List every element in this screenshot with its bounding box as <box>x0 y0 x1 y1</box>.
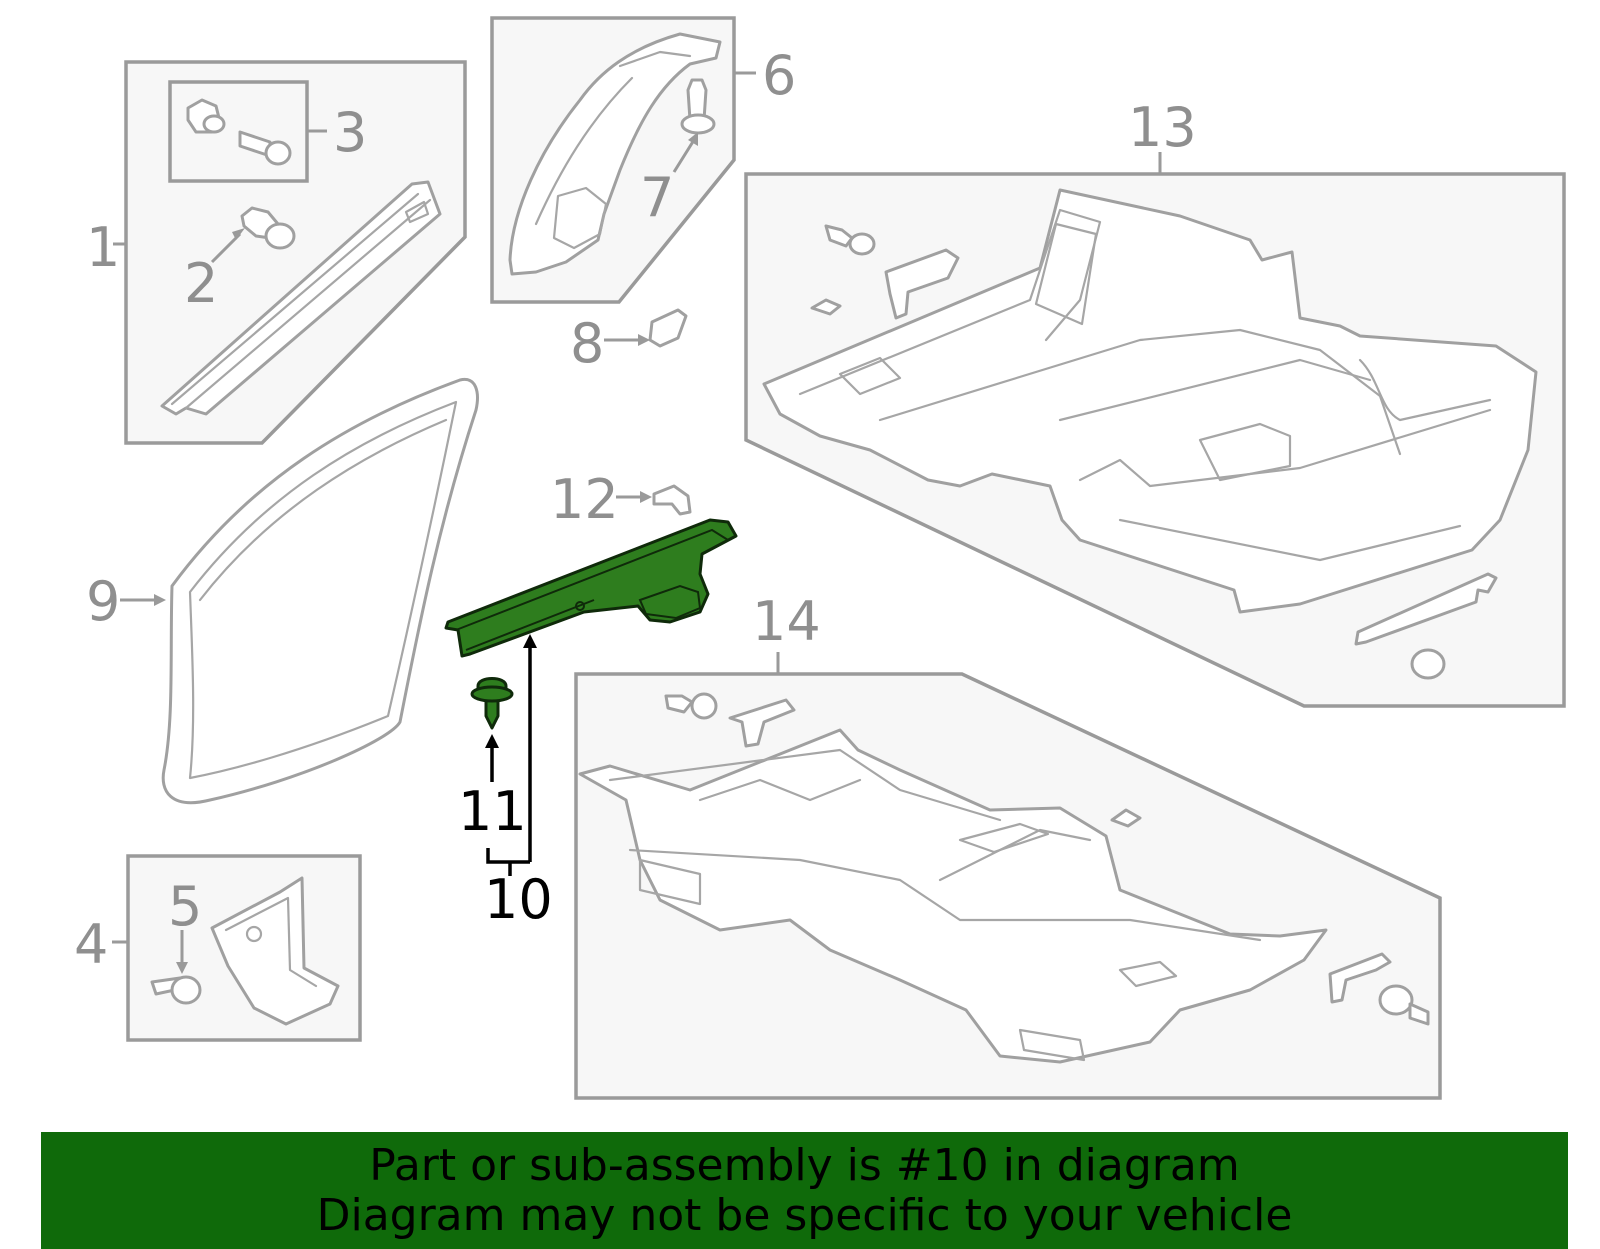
group-14 <box>574 652 1442 1100</box>
group-1 <box>113 60 467 445</box>
leaders-10-11 <box>485 634 537 876</box>
banner-line-1: Part or sub-assembly is #10 in diagram <box>369 1139 1240 1191</box>
info-banner: Part or sub-assembly is #10 in diagram D… <box>41 1132 1568 1249</box>
callout-2: 2 <box>184 252 218 315</box>
part-7-bolt <box>672 78 716 173</box>
group-6 <box>490 16 756 304</box>
part-13-carpet <box>762 188 1538 614</box>
group-3-box <box>168 80 309 183</box>
part-3-clips <box>186 98 292 166</box>
callout-6: 6 <box>762 44 796 107</box>
part-11-clip <box>470 677 514 730</box>
callout-12: 12 <box>550 468 619 531</box>
banner-line-2: Diagram may not be specific to your vehi… <box>316 1189 1293 1241</box>
part-9-weatherstrip <box>120 377 479 805</box>
callout-3: 3 <box>333 101 367 164</box>
part-12-clip <box>616 484 692 516</box>
callout-5: 5 <box>168 875 202 938</box>
part-4-trim <box>210 876 340 1026</box>
part-2-clip <box>210 206 296 264</box>
callout-7: 7 <box>640 166 674 229</box>
part-5-bolt <box>150 930 202 1005</box>
part-13-small-parts <box>810 224 1498 680</box>
callout-11: 11 <box>458 780 527 843</box>
callout-1: 1 <box>86 216 120 279</box>
part-14-carpet <box>578 728 1328 1064</box>
callout-9: 9 <box>86 570 120 633</box>
group-4 <box>112 854 362 1042</box>
part-10-sill-plate <box>444 518 738 658</box>
callout-labels: 1 2 3 4 5 6 7 8 9 10 11 12 13 14 <box>74 44 1197 976</box>
part-1-pillar-trim <box>160 180 442 416</box>
part-8-clip <box>604 308 688 348</box>
part-14-small-parts <box>664 692 1430 1026</box>
part-6-pillar-trim <box>508 32 722 276</box>
callout-8: 8 <box>570 312 604 375</box>
callout-13: 13 <box>1128 96 1197 159</box>
callout-14: 14 <box>752 590 821 653</box>
callout-10: 10 <box>484 868 553 931</box>
callout-4: 4 <box>74 913 108 976</box>
group-13 <box>744 152 1566 708</box>
